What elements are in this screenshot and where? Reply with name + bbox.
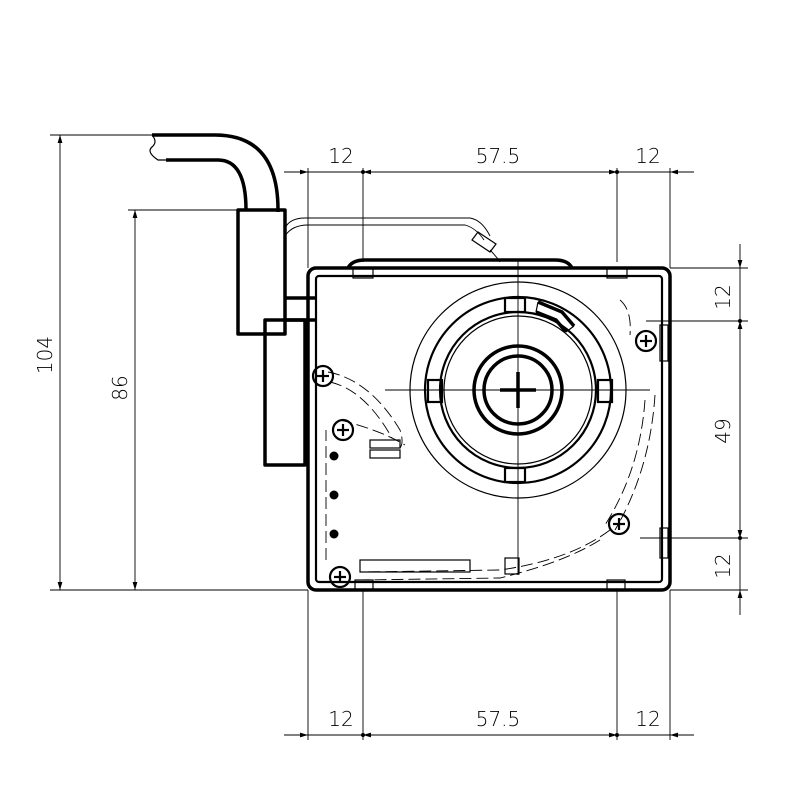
cable-gland [236, 208, 315, 467]
dim-right-bottom: 12 [711, 553, 735, 578]
right-dimensions: 12 49 12 [640, 244, 748, 615]
left-dimensions: 104 86 [33, 134, 308, 591]
housing [306, 258, 672, 592]
dim-bottom-right: 12 [635, 707, 660, 731]
dim-bottom-left: 12 [328, 707, 353, 731]
internal-wire [284, 217, 501, 263]
center-lines [385, 260, 650, 575]
bottom-dimensions: 12 57.5 12 [284, 590, 694, 740]
dim-top-right: 12 [635, 144, 660, 168]
dim-right-top: 12 [711, 284, 735, 309]
dim-body-height: 86 [108, 375, 132, 400]
screw-icon [311, 364, 335, 388]
cable [149, 133, 280, 212]
internal-details [325, 299, 656, 581]
dim-top-left: 12 [328, 144, 353, 168]
dim-bottom-middle: 57.5 [476, 707, 521, 731]
top-dimensions: 12 57.5 12 [284, 144, 694, 268]
screw-icon [634, 329, 658, 353]
dim-right-center: 49 [711, 418, 735, 443]
screws [311, 329, 658, 589]
dim-overall-height: 104 [33, 336, 57, 374]
dim-top-middle: 57.5 [476, 144, 521, 168]
rivets [329, 451, 339, 539]
screw-icon [328, 565, 352, 589]
screw-icon [331, 418, 355, 442]
screw-icon [607, 512, 631, 536]
